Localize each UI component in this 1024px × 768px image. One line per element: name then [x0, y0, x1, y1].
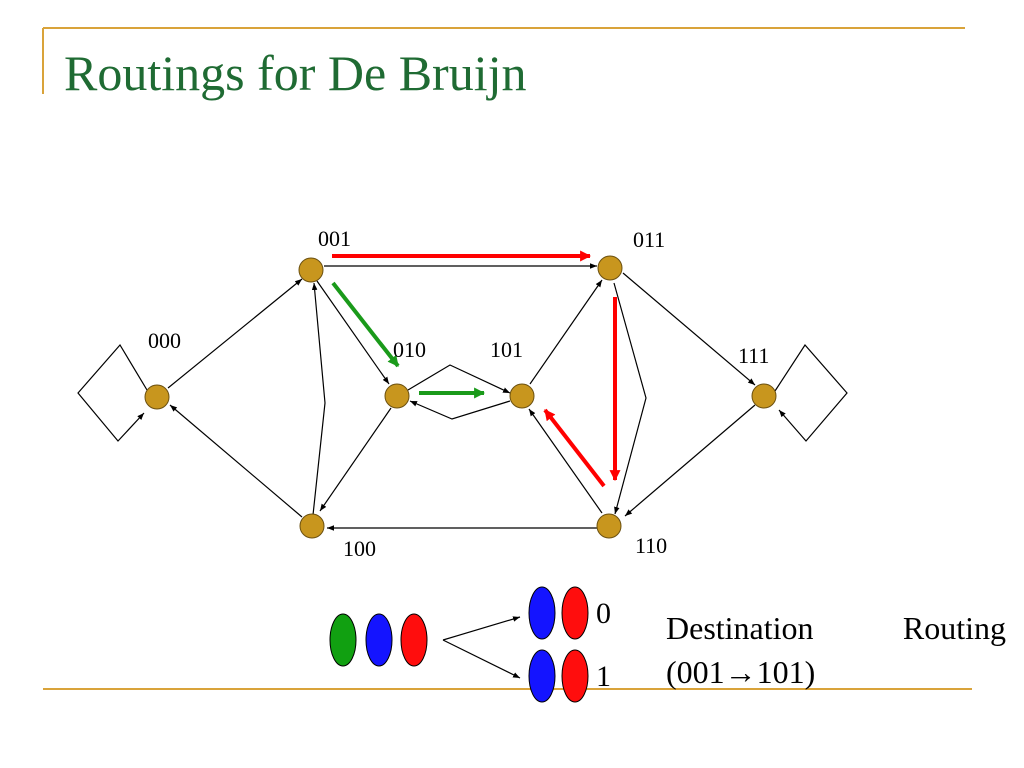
green-route-001-010	[331, 281, 400, 368]
slide-title: Routings for De Bruijn	[64, 45, 527, 101]
edge-011-111	[622, 272, 756, 386]
branch1-oval-blue	[528, 649, 556, 703]
caption-word-destination: Destination	[666, 610, 814, 646]
branch0-bit-label: 0	[596, 597, 611, 630]
node-label-010: 010	[393, 337, 426, 362]
edge-010-100	[319, 407, 392, 512]
edge-101-011	[529, 279, 603, 385]
node-labels: 000 001 010 011 100 101 110 111	[148, 226, 769, 561]
branch0-oval-red	[561, 586, 589, 640]
source-oval-blue	[365, 613, 393, 667]
caption-line-2: (001→101)	[666, 654, 816, 690]
graph-nodes	[144, 255, 777, 539]
edge-000-001	[167, 278, 303, 389]
node-label-000: 000	[148, 328, 181, 353]
red-route-110-101	[543, 408, 606, 488]
source-oval-red	[400, 613, 428, 667]
node-100	[299, 513, 325, 539]
node-101	[509, 383, 535, 409]
routing-caption: Destination Routing (001→101)	[666, 606, 1006, 694]
node-010	[384, 383, 410, 409]
branch1-bit-label: 1	[596, 660, 611, 693]
node-label-100: 100	[343, 536, 376, 561]
routing-green-path	[331, 281, 486, 399]
edge-011-110	[613, 282, 647, 515]
branch1-oval-red	[561, 649, 589, 703]
node-000	[144, 384, 170, 410]
branch0-oval-blue	[528, 586, 556, 640]
edge-001-010	[316, 280, 390, 385]
node-001	[298, 257, 324, 283]
node-111	[751, 383, 777, 409]
edge-101-010	[409, 400, 511, 420]
node-110	[596, 513, 622, 539]
node-label-011: 011	[633, 227, 665, 252]
edge-111-110	[624, 404, 756, 517]
node-label-001: 001	[318, 226, 351, 251]
edge-100-000	[169, 404, 303, 518]
graph-edges	[77, 263, 848, 531]
edge-000-000	[77, 343, 148, 442]
edge-111-111	[774, 344, 848, 442]
edge-010-101	[407, 364, 511, 394]
caption-line-1: Destination Routing	[666, 606, 1006, 650]
node-label-101: 101	[490, 337, 523, 362]
bit-split-legend: 0 1	[329, 586, 611, 703]
node-label-111: 111	[738, 343, 769, 368]
source-oval-green	[329, 613, 357, 667]
node-011	[597, 255, 623, 281]
split-arrow-down	[442, 639, 521, 679]
split-arrow-up	[442, 616, 521, 641]
edge-110-101	[528, 408, 603, 514]
caption-word-routing: Routing	[902, 610, 1006, 646]
edge-100-001	[311, 282, 326, 516]
routing-red-path	[332, 250, 621, 488]
node-label-110: 110	[635, 533, 667, 558]
